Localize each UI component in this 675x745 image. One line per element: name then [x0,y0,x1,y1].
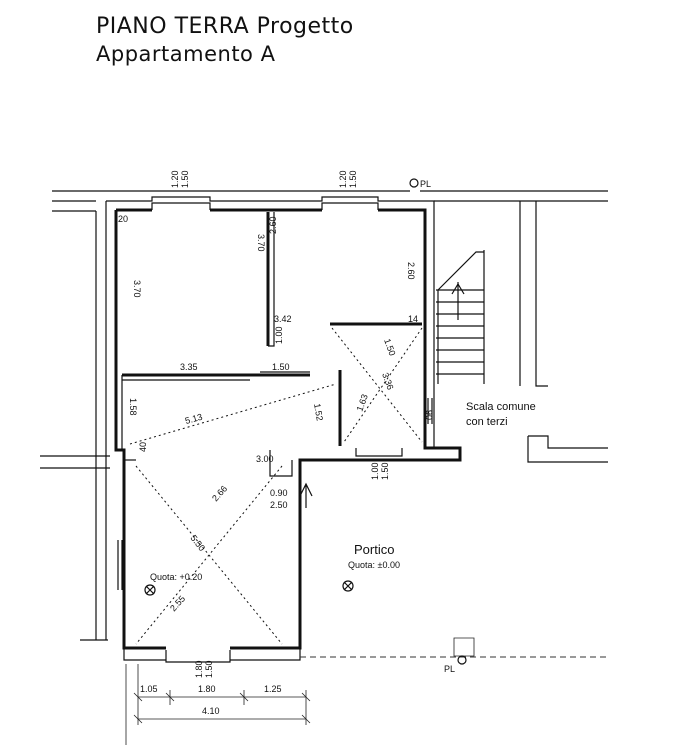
portico-label: Portico [354,542,394,557]
dim-152: 1.52 [312,403,325,422]
dim-255: 2.55 [168,594,187,614]
entrance-arrow [299,482,313,508]
dim-20: 20 [118,214,128,224]
neighbour-walls [40,190,608,641]
portico-level-marker [342,580,354,592]
dim-180: 1.80 [198,684,216,694]
dim-260-right: 2.60 [406,262,416,280]
dim-door2-h: 1.50 [204,660,214,678]
common-staircase [436,250,485,384]
dim-150-partition: 1.50 [272,362,290,372]
pl-bottom-label: PL [444,664,455,674]
dim-335: 3.35 [180,362,198,372]
dim-win2-h: 1.50 [348,170,358,188]
drawing-subtitle: Appartamento A [96,42,276,66]
room-level-marker [144,584,156,596]
dim-163: 1.63 [354,393,369,413]
dim-370-left: 3.70 [132,280,142,298]
dim-260-mid: 2.60 [268,216,278,234]
dim-300: 3.00 [256,454,274,464]
scala-label-1: Scala comune [466,401,536,413]
area-diagonals [129,327,423,645]
scala-label-2: con terzi [466,416,508,428]
dim-40: 40 [138,442,148,452]
lot-lines [300,637,608,658]
dim-105: 1.05 [140,684,158,694]
plan-labels: PL PL Portico Quota: ±0.00 Quota: +0.20 … [150,179,536,674]
dim-342: 3.42 [274,314,292,324]
apartment-walls [106,196,462,663]
dim-150-diag: 1.50 [382,337,397,357]
dim-370-mid: 3.70 [256,234,266,252]
dim-158: 1.58 [128,398,138,416]
dim-100: 1.00 [274,326,284,344]
dim-door2-w: 1.80 [194,660,204,678]
dim-win1-h: 1.50 [180,170,190,188]
pl-top-marker [409,178,419,188]
dim-14: 14 [408,314,418,324]
bottom-dimension-chain [125,664,311,745]
dimension-labels: 1.20 1.50 1.20 1.50 20 3.70 3.70 2.60 2.… [118,170,434,716]
portico-quota: Quota: ±0.00 [348,560,400,570]
dim-125: 1.25 [264,684,282,694]
pl-top-label: PL [420,179,431,189]
level-markers [144,178,467,665]
dim-win2-w: 1.20 [338,170,348,188]
dim-336: 3.36 [380,371,395,391]
dim-door1-w: 1.00 [370,462,380,480]
dim-door1-h: 1.50 [380,462,390,480]
dim-250: 2.50 [270,500,288,510]
dim-513: 5.13 [184,412,204,426]
room-quota: Quota: +0.20 [150,572,202,582]
dim-090: 0.90 [270,488,288,498]
pl-bottom-marker [457,655,467,665]
dim-266: 2.66 [210,484,229,504]
dim-550: 5.50 [188,533,207,553]
dim-win1-w: 1.20 [170,170,180,188]
drawing-title: PIANO TERRA Progetto [96,14,354,39]
dim-90: 90 [424,410,434,420]
dim-410: 4.10 [202,706,220,716]
